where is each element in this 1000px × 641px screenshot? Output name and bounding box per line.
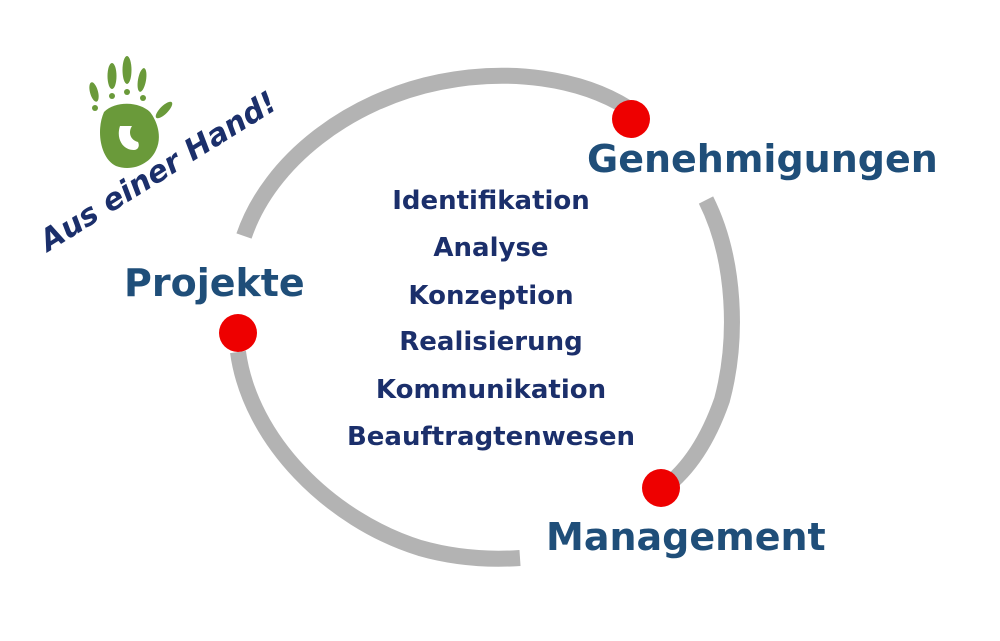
ring-arc-right xyxy=(659,196,740,495)
activity-item: Konzeption xyxy=(408,281,573,311)
node-dot-genehmigungen xyxy=(612,100,650,138)
activities-list: Identifikation Analyse Konzeption Realis… xyxy=(347,186,635,452)
node-dot-management xyxy=(642,469,680,507)
cycle-ring xyxy=(230,67,740,567)
node-label-genehmigungen: Genehmigungen xyxy=(587,137,938,181)
node-dot-projekte xyxy=(219,314,257,352)
node-label-management: Management xyxy=(546,515,826,559)
activity-item: Realisierung xyxy=(399,327,583,357)
activity-item: Identifikation xyxy=(392,186,590,216)
activity-item: Beauftragtenwesen xyxy=(347,422,635,452)
node-label-projekte: Projekte xyxy=(124,261,305,305)
activity-item: Analyse xyxy=(433,233,548,263)
green-handprint-icon xyxy=(89,56,173,169)
ring-arc-bottom xyxy=(230,350,521,567)
ring-arc-top xyxy=(236,67,633,239)
activity-item: Kommunikation xyxy=(376,375,606,405)
